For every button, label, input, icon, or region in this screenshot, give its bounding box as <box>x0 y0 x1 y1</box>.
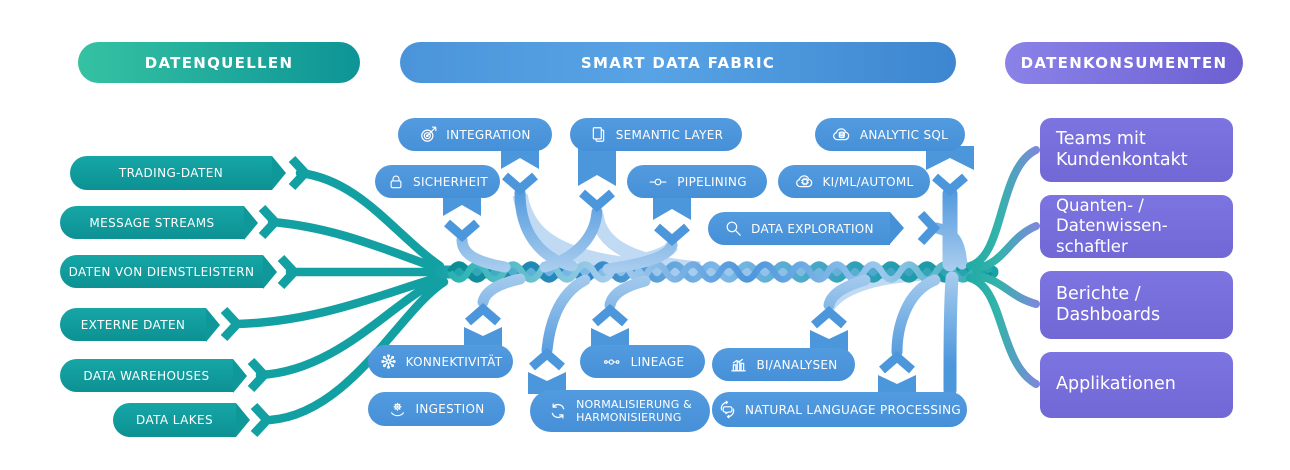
header-datenquellen: DATENQUELLEN <box>78 42 360 83</box>
source-label: DATA WAREHOUSES <box>83 368 210 383</box>
connector-data-exploration <box>930 222 968 270</box>
fabric-semantic-layer: SEMANTIC LAYER <box>570 118 742 151</box>
target-arrow-icon <box>421 126 437 142</box>
header-label: DATENKONSUMENTEN <box>1020 54 1228 72</box>
consumer-label: Applikationen <box>1056 374 1176 395</box>
fabric-label: SEMANTIC LAYER <box>615 127 724 142</box>
connector-nlp-band <box>943 271 959 397</box>
header-datenkonsumenten: DATENKONSUMENTEN <box>1005 42 1243 84</box>
fabric-label: SICHERHEIT <box>413 174 488 189</box>
braided-rope <box>433 261 999 283</box>
fabric-label: BI/ANALYSEN <box>756 357 838 372</box>
connector-pipelining <box>602 239 678 275</box>
connector-tabs <box>443 146 974 397</box>
fabric-label: KI/ML/AUTOML <box>822 174 914 189</box>
chevron-marks <box>220 155 968 438</box>
connector-quanten <box>972 222 1040 273</box>
fabric-analytic-sql: ANALYTIC SQL <box>815 118 965 151</box>
fabric-ingestion: INGESTION <box>368 392 505 426</box>
lock-icon <box>390 175 402 188</box>
consumer-quanten-datenwissenschaftler: Quanten- / Datenwissen- schaftler <box>1040 195 1233 258</box>
source-externe-daten: EXTERNE DATEN <box>60 308 220 342</box>
source-label: EXTERNE DATEN <box>80 317 186 332</box>
connector-message-streams <box>267 217 445 274</box>
consumer-label: Quanten- / Datenwissen- schaftler <box>1056 196 1168 256</box>
fabric-sicherheit: SICHERHEIT <box>375 165 500 198</box>
connector-normalisierung <box>541 274 591 356</box>
source-connectors <box>231 168 450 425</box>
network-hub-icon <box>381 354 396 369</box>
consumer-teams-mit-kundenkontakt: Teams mit Kundenkontakt <box>1040 118 1233 182</box>
pipeline-icon <box>649 178 667 185</box>
fabric-natural-language-processing: NATURAL LANGUAGE PROCESSING <box>712 392 967 427</box>
fabric-label: PIPELINING <box>677 174 747 189</box>
consumer-berichte-dashboards: Berichte / Dashboards <box>1040 271 1233 339</box>
consumer-label: Berichte / Dashboards <box>1056 283 1161 325</box>
chat-sync-icon <box>720 400 735 419</box>
cloud-database-icon <box>832 127 850 140</box>
fabric-label: NORMALISIERUNG & HARMONISIERUNG <box>576 397 692 424</box>
fabric-lineage: LINEAGE <box>580 345 705 378</box>
header-label: DATENQUELLEN <box>144 53 294 72</box>
fabric-label: DATA EXPLORATION <box>751 221 874 236</box>
cloud-chip-icon <box>795 174 812 187</box>
connector-berichte <box>972 271 1040 308</box>
header-smart-data-fabric: SMART DATA FABRIC <box>400 42 956 83</box>
fabric-pipelining: PIPELINING <box>627 165 767 198</box>
bar-chart-icon <box>731 358 747 372</box>
connector-data-warehouses <box>255 274 447 380</box>
fabric-konnektivitaet: KONNEKTIVITÄT <box>368 345 513 378</box>
fabric-normalisierung-harmonisierung: NORMALISIERUNG & HARMONISIERUNG <box>530 390 710 432</box>
source-label: TRADING-DATEN <box>118 166 224 180</box>
connector-lineage <box>604 275 651 311</box>
fabric-label: KONNEKTIVITÄT <box>405 354 503 369</box>
source-chevrons <box>220 155 312 438</box>
fabric-label: NATURAL LANGUAGE PROCESSING <box>745 402 961 417</box>
source-label: MESSAGE STREAMS <box>89 215 215 230</box>
sync-arrows-icon <box>551 403 565 419</box>
fabric-label: ANALYTIC SQL <box>859 127 949 142</box>
connector-bi-analysen <box>823 274 871 311</box>
connector-konnektivitaet <box>477 273 526 308</box>
connector-sicherheit <box>456 234 511 273</box>
fabric-label: LINEAGE <box>630 354 685 369</box>
magnifier-icon <box>726 221 741 236</box>
fabric-integration: INTEGRATION <box>398 118 552 151</box>
fabric-chevrons <box>444 172 968 374</box>
connector-semantic-layer <box>539 206 603 273</box>
consumer-connectors <box>966 146 1040 388</box>
fabric-bottom-connectors <box>477 271 959 397</box>
source-daten-von-dienstleistern: DATEN VON DIENSTLEISTERN <box>60 255 277 289</box>
connector-nlp <box>891 274 941 358</box>
source-data-warehouses: DATA WAREHOUSES <box>60 359 247 393</box>
fabric-ki-ml-automl: KI/ML/AUTOML <box>778 165 930 198</box>
lineage-chain-icon <box>603 358 620 365</box>
connector-applikationen <box>966 274 1040 388</box>
documents-icon <box>592 127 604 142</box>
consumer-label: Teams mit Kundenkontakt <box>1056 128 1188 170</box>
connector-trading-daten <box>295 168 445 271</box>
source-label: DATA LAKES <box>136 413 213 427</box>
consumer-applikationen: Applikationen <box>1040 352 1233 418</box>
source-message-streams: MESSAGE STREAMS <box>60 206 258 240</box>
header-label: SMART DATA FABRIC <box>580 53 776 72</box>
fabric-data-exploration: DATA EXPLORATION <box>708 212 904 245</box>
source-data-lakes: DATA LAKES <box>113 403 250 437</box>
fabric-label: INTEGRATION <box>446 127 531 142</box>
fabric-label: INGESTION <box>415 402 485 416</box>
connector-teams <box>966 146 1040 270</box>
fabric-top-connectors <box>456 186 968 275</box>
connector-externe-daten <box>231 272 445 329</box>
gear-hand-icon <box>391 402 405 416</box>
source-trading-daten: TRADING-DATEN <box>70 156 286 190</box>
source-label: DATEN VON DIENSTLEISTERN <box>68 264 255 279</box>
fabric-bi-analysen: BI/ANALYSEN <box>712 348 855 381</box>
